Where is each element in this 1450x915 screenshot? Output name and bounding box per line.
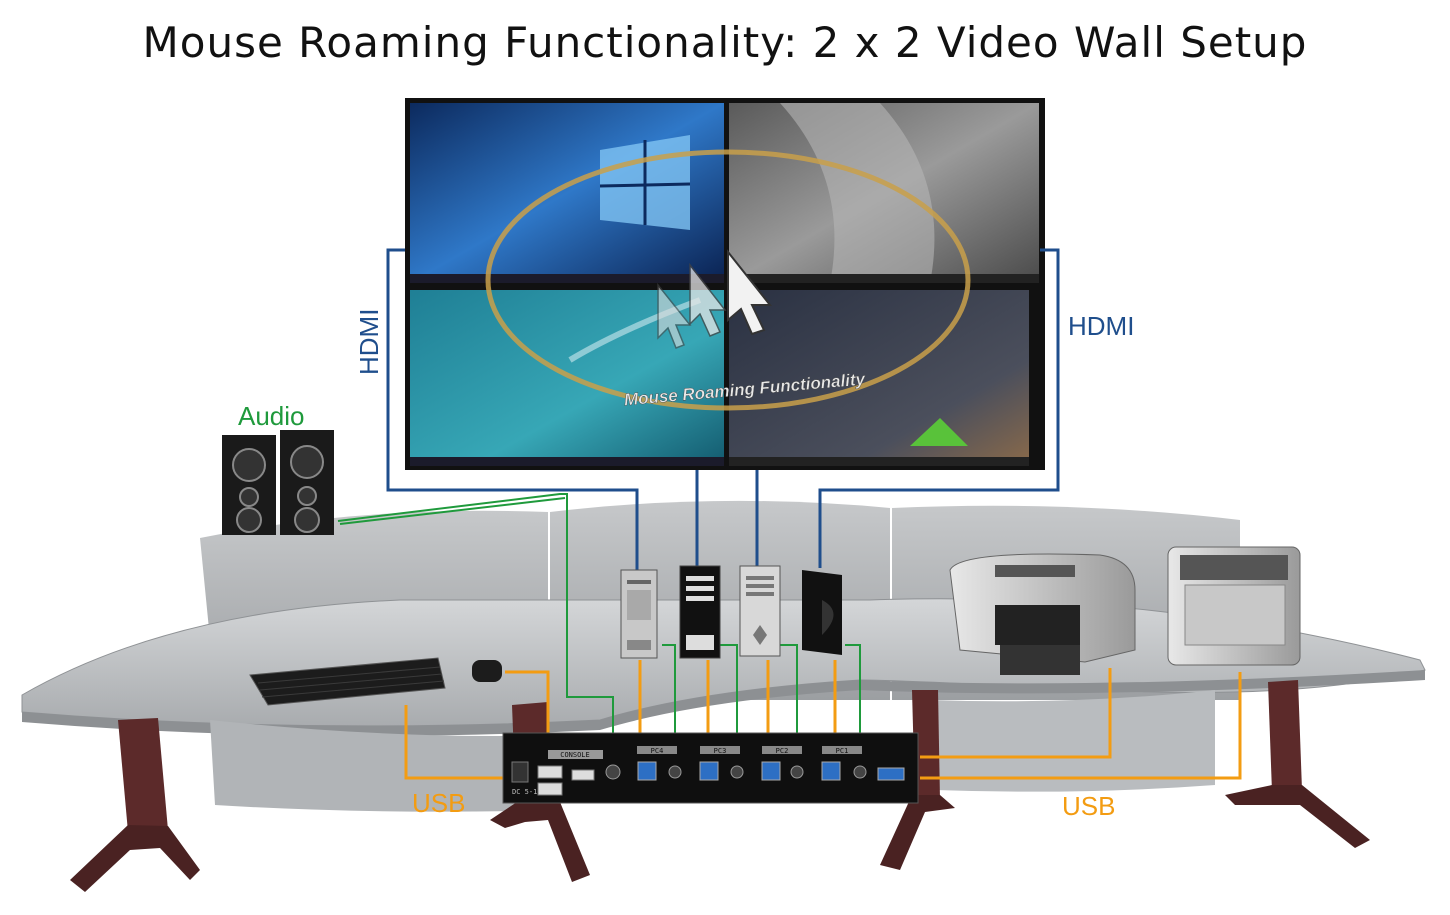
kvm-port-4-label: PC4 xyxy=(651,747,664,755)
kvm-console-label: CONSOLE xyxy=(560,751,590,759)
mouse-icon xyxy=(472,660,502,682)
usb-right-label: USB xyxy=(1062,791,1115,821)
pc-tower-2 xyxy=(679,565,721,659)
roaming-ellipse xyxy=(485,149,971,411)
desk-front-edge xyxy=(22,670,1425,736)
usb-left-label: USB xyxy=(412,788,465,818)
pc-tower-3 xyxy=(739,565,781,657)
monitor-top-right xyxy=(729,103,1039,283)
pc-tower-1 xyxy=(620,569,658,659)
kvm-port-3-label: PC3 xyxy=(714,747,727,755)
video-wall: Mouse Roaming Functionality xyxy=(405,98,1045,470)
printer-large xyxy=(949,553,1136,675)
pc-tower-4 xyxy=(802,570,842,655)
hdmi-cables xyxy=(386,248,1060,570)
audio-label: Audio xyxy=(238,401,305,431)
kvm-dc-label: DC 5-12V xyxy=(512,788,547,796)
desk-skirt-right xyxy=(930,690,1215,792)
audio-cables xyxy=(337,493,861,760)
hdmi-right-label: HDMI xyxy=(1068,311,1134,341)
printer-icon xyxy=(949,546,1301,675)
kvm-port-2-label: PC2 xyxy=(776,747,789,755)
desk-leg-1 xyxy=(70,718,200,892)
kvm-port-group-4: PC4 xyxy=(637,746,682,781)
pc-tower-icon xyxy=(620,565,842,659)
desk-leg-3 xyxy=(880,690,955,870)
usb-cables xyxy=(404,660,1242,780)
kvm-port-1-label: PC1 xyxy=(836,747,849,755)
keyboard-icon xyxy=(249,657,446,706)
monitor-top-left xyxy=(410,103,724,283)
hdmi-left-label: HDMI xyxy=(354,309,384,375)
printer-small xyxy=(1167,546,1301,666)
kvm-switch-icon: CONSOLE DC 5-12V PC4 PC3 PC2 xyxy=(502,732,919,804)
speaker-icon xyxy=(222,430,334,535)
desk-skirt xyxy=(210,720,560,812)
desk-leg-4 xyxy=(1225,680,1370,848)
page-title: Mouse Roaming Functionality: 2 x 2 Video… xyxy=(142,18,1308,67)
kvm-port-group-1: PC1 xyxy=(821,746,867,781)
kvm-port-group-3: PC3 xyxy=(699,746,744,781)
cursor-icon xyxy=(657,249,773,349)
kvm-port-group-2: PC2 xyxy=(761,746,804,781)
